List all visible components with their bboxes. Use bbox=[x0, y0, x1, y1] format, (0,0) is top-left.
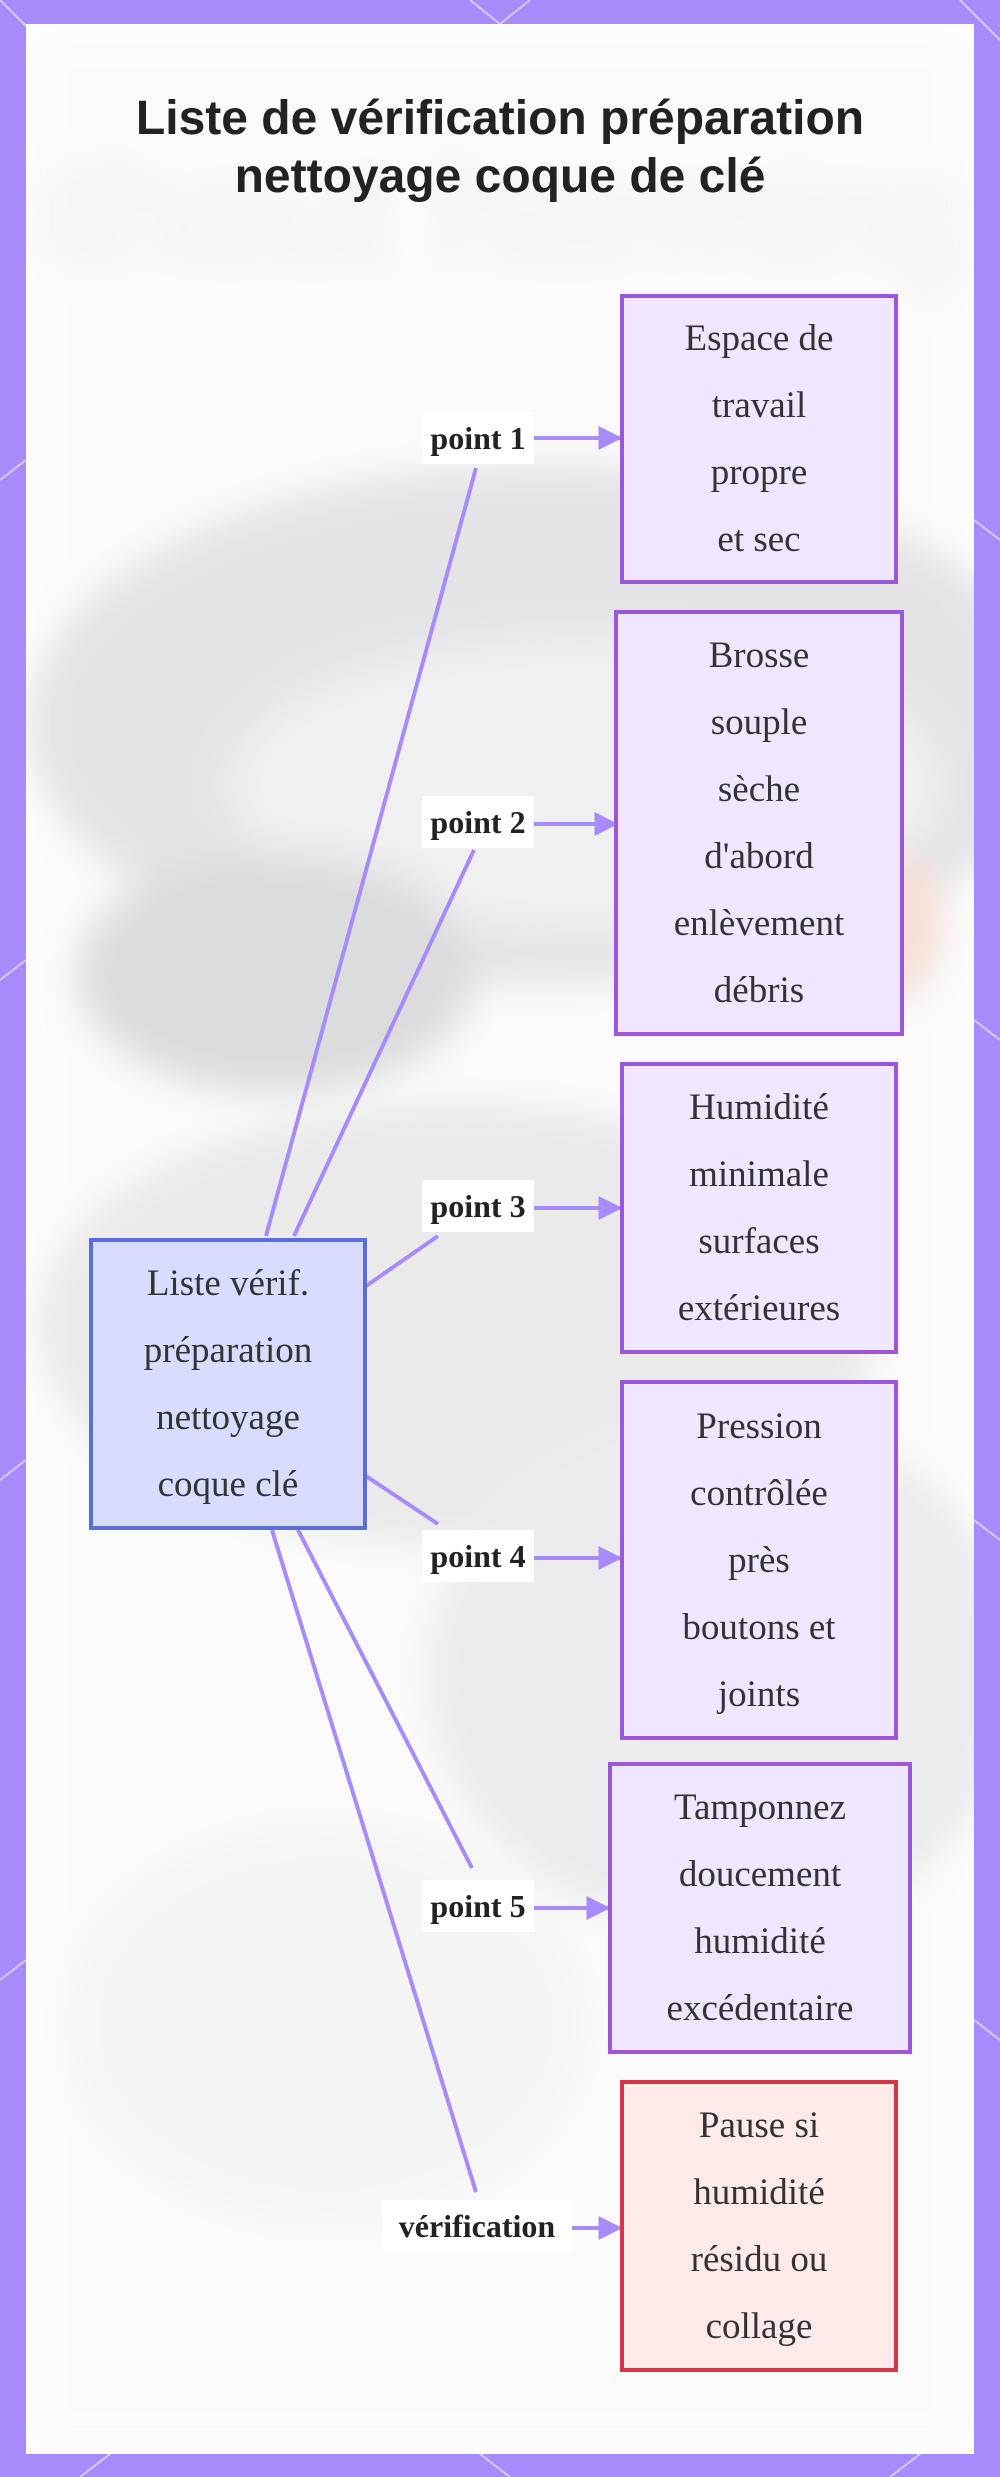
step-text-line: propre bbox=[710, 452, 808, 493]
content-card: ithout harming Liste de vérification pré… bbox=[26, 24, 974, 2454]
step-text-line: résidu ou bbox=[690, 2239, 828, 2280]
step-text-line: joints bbox=[717, 1673, 801, 1715]
step-text-line: travail bbox=[711, 385, 807, 426]
connector-lines bbox=[264, 426, 623, 2240]
title-line-1: Liste de vérification préparation bbox=[135, 92, 865, 145]
step-node-1: Espace de travail propre et sec bbox=[620, 294, 898, 584]
step-node-4: Pression contrôlée près boutons et joint… bbox=[620, 1380, 898, 1740]
edge-label-point-3: point 3 bbox=[422, 1180, 534, 1232]
step-text-line: Humidité bbox=[689, 1087, 829, 1128]
center-line: Liste vérif. bbox=[146, 1263, 310, 1304]
verification-node: Pause si humidité résidu ou collage bbox=[620, 2080, 898, 2372]
edge-center-to-point-3 bbox=[364, 1234, 440, 1288]
center-line: préparation bbox=[143, 1330, 313, 1371]
page-title: Liste de vérification préparation nettoy… bbox=[26, 90, 974, 206]
step-text-line: extérieures bbox=[677, 1288, 841, 1329]
step-text-line: sèche bbox=[717, 769, 801, 810]
step-text-line: Pause si bbox=[698, 2105, 820, 2146]
title-line-2: nettoyage coque de clé bbox=[234, 150, 766, 203]
step-node-5: Tamponnez doucement humidité excédentair… bbox=[608, 1762, 912, 2054]
edge-label-point-1: point 1 bbox=[422, 412, 534, 464]
svg-text:ithout harming: ithout harming bbox=[26, 128, 974, 296]
step-text-line: près bbox=[728, 1539, 790, 1581]
step-text-line: boutons et bbox=[682, 1606, 836, 1648]
step-text-line: humidité bbox=[694, 1921, 826, 1962]
step-text-line: excédentaire bbox=[666, 1988, 854, 2029]
edge-label-point-2: point 2 bbox=[422, 796, 534, 848]
edge-label-verification: vérification bbox=[382, 2200, 572, 2252]
edge-center-to-verification bbox=[270, 1529, 478, 2193]
step-text-line: et sec bbox=[717, 519, 801, 560]
edge-center-to-point-5 bbox=[296, 1529, 474, 1869]
step-text-line: collage bbox=[705, 2306, 813, 2347]
step-text-line: débris bbox=[713, 970, 805, 1011]
step-text-line: enlèvement bbox=[673, 903, 845, 944]
step-node-2: Brosse souple sèche d'abord enlèvement d… bbox=[614, 610, 904, 1036]
step-text-line: contrôlée bbox=[690, 1472, 828, 1514]
step-text-line: Brosse bbox=[708, 635, 810, 676]
center-line: nettoyage bbox=[156, 1397, 300, 1438]
center-node: Liste vérif. préparation nettoyage coque… bbox=[89, 1238, 367, 1530]
center-line: coque clé bbox=[157, 1464, 299, 1505]
edge-center-to-point-1 bbox=[264, 467, 478, 1237]
step-text-line: Pression bbox=[696, 1405, 822, 1447]
step-text-line: doucement bbox=[678, 1854, 842, 1895]
step-text-line: humidité bbox=[693, 2172, 825, 2213]
step-text-line: Tamponnez bbox=[673, 1787, 847, 1828]
step-node-3: Humidité minimale surfaces extérieures bbox=[620, 1062, 898, 1354]
step-text-line: d'abord bbox=[704, 836, 814, 877]
step-text-line: minimale bbox=[689, 1154, 829, 1195]
step-text-line: souple bbox=[710, 702, 808, 743]
step-text-line: surfaces bbox=[698, 1221, 820, 1262]
edge-label-point-5: point 5 bbox=[422, 1880, 534, 1932]
step-text-line: Espace de bbox=[684, 318, 834, 359]
edge-center-to-point-2 bbox=[292, 849, 476, 1237]
edge-label-point-4: point 4 bbox=[422, 1530, 534, 1582]
mindmap-diagram: Liste vérif. préparation nettoyage coque… bbox=[26, 24, 974, 2454]
edge-center-to-point-4 bbox=[364, 1474, 440, 1526]
